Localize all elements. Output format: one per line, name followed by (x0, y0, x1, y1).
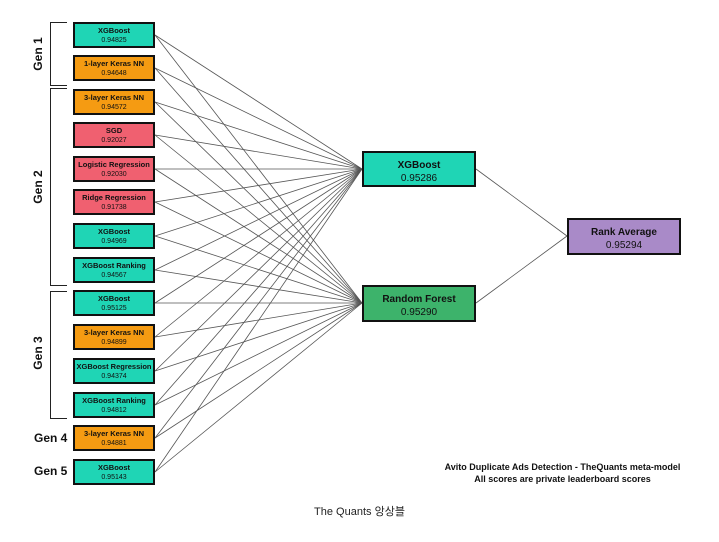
base-model-name: XGBoost Ranking (82, 261, 146, 270)
meta-model-score: 0.95290 (400, 307, 438, 318)
base-model-node: XGBoost 0.95143 (73, 459, 155, 485)
gen5-label: Gen 5 (34, 464, 68, 478)
base-model-name: Ridge Regression (82, 193, 146, 202)
gen3-label: Gen 3 (31, 336, 45, 370)
meta-model-random-forest: Random Forest 0.95290 (362, 285, 476, 322)
base-model-node: Logistic Regression 0.92030 (73, 156, 155, 182)
wire-base-to-meta (154, 67, 363, 170)
base-model-name: Logistic Regression (78, 160, 150, 169)
base-model-node: XGBoost 0.95125 (73, 290, 155, 316)
gen2-bracket (50, 88, 67, 286)
base-model-node: XGBoost Regression 0.94374 (73, 358, 155, 384)
base-model-node: 1-layer Keras NN 0.94648 (73, 55, 155, 81)
base-model-score: 0.92030 (101, 171, 127, 178)
gen1-label: Gen 1 (31, 37, 45, 71)
wire-base-to-meta (154, 302, 363, 372)
base-model-score: 0.94825 (101, 37, 127, 44)
final-model-rank-average: Rank Average 0.95294 (567, 218, 681, 255)
wire-base-to-meta (154, 134, 363, 170)
base-model-score: 0.95125 (101, 305, 127, 312)
base-model-name: XGBoost (97, 463, 131, 472)
base-model-name: XGBoost Regression (76, 362, 152, 371)
base-model-name: 3-layer Keras NN (83, 429, 145, 438)
base-model-score: 0.94812 (101, 407, 127, 414)
base-model-node: XGBoost Ranking 0.94567 (73, 257, 155, 283)
base-model-score: 0.94572 (101, 104, 127, 111)
base-model-name: 3-layer Keras NN (83, 328, 145, 337)
wire-base-to-meta (154, 134, 363, 304)
gen2-label: Gen 2 (31, 170, 45, 204)
base-model-node: SGD 0.92027 (73, 122, 155, 148)
wire-base-to-meta (154, 302, 363, 473)
base-model-name: XGBoost (97, 26, 131, 35)
final-model-score: 0.95294 (605, 240, 643, 251)
base-model-name: XGBoost (97, 294, 131, 303)
wire-base-to-meta (154, 168, 363, 203)
base-model-score: 0.94374 (101, 373, 127, 380)
footnote-line2: All scores are private leaderboard score… (474, 474, 651, 484)
base-model-name: XGBoost Ranking (82, 396, 146, 405)
wire-meta-to-final (475, 235, 568, 304)
base-model-node: 3-layer Keras NN 0.94881 (73, 425, 155, 451)
diagram-footnote: Avito Duplicate Ads Detection - TheQuant… (420, 461, 705, 485)
base-model-node: XGBoost 0.94825 (73, 22, 155, 48)
base-model-node: 3-layer Keras NN 0.94899 (73, 324, 155, 350)
wire-base-to-meta (154, 34, 363, 170)
base-model-score: 0.94969 (101, 238, 127, 245)
base-model-score: 0.91738 (101, 204, 127, 211)
base-model-score: 0.95143 (101, 474, 127, 481)
base-model-score: 0.94567 (101, 272, 127, 279)
wire-meta-to-final (475, 168, 568, 237)
base-model-node: XGBoost 0.94969 (73, 223, 155, 249)
wire-base-to-meta (154, 302, 363, 439)
gen3-bracket (50, 291, 67, 419)
wire-base-to-meta (154, 168, 363, 439)
footnote-line1: Avito Duplicate Ads Detection - TheQuant… (444, 462, 681, 472)
base-model-score: 0.94899 (101, 339, 127, 346)
wire-base-to-meta (154, 168, 363, 473)
base-model-name: 1-layer Keras NN (83, 59, 145, 68)
wire-base-to-meta (154, 168, 363, 406)
base-model-score: 0.94648 (101, 70, 127, 77)
base-model-score: 0.94881 (101, 440, 127, 447)
wire-base-to-meta (154, 168, 363, 271)
meta-model-score: 0.95286 (400, 173, 438, 184)
wire-base-to-meta (154, 168, 363, 304)
wire-base-to-meta (154, 302, 363, 406)
base-model-node: XGBoost Ranking 0.94812 (73, 392, 155, 418)
wire-base-to-meta (154, 168, 363, 338)
base-model-name: SGD (105, 126, 123, 135)
meta-model-xgboost: XGBoost 0.95286 (362, 151, 476, 187)
meta-model-name: Random Forest (382, 294, 456, 305)
figure-caption: The Quants 앙상블 (314, 506, 405, 518)
wire-base-to-meta (154, 168, 363, 237)
gen4-label: Gen 4 (34, 431, 68, 445)
base-model-node: Ridge Regression 0.91738 (73, 189, 155, 215)
wire-base-to-meta (154, 101, 363, 170)
meta-model-name: XGBoost (397, 160, 441, 171)
base-model-node: 3-layer Keras NN 0.94572 (73, 89, 155, 115)
base-model-name: XGBoost (97, 227, 131, 236)
base-model-name: 3-layer Keras NN (83, 93, 145, 102)
wire-base-to-meta (154, 168, 363, 372)
final-model-name: Rank Average (591, 227, 657, 238)
gen1-bracket (50, 22, 67, 86)
base-model-score: 0.92027 (101, 137, 127, 144)
